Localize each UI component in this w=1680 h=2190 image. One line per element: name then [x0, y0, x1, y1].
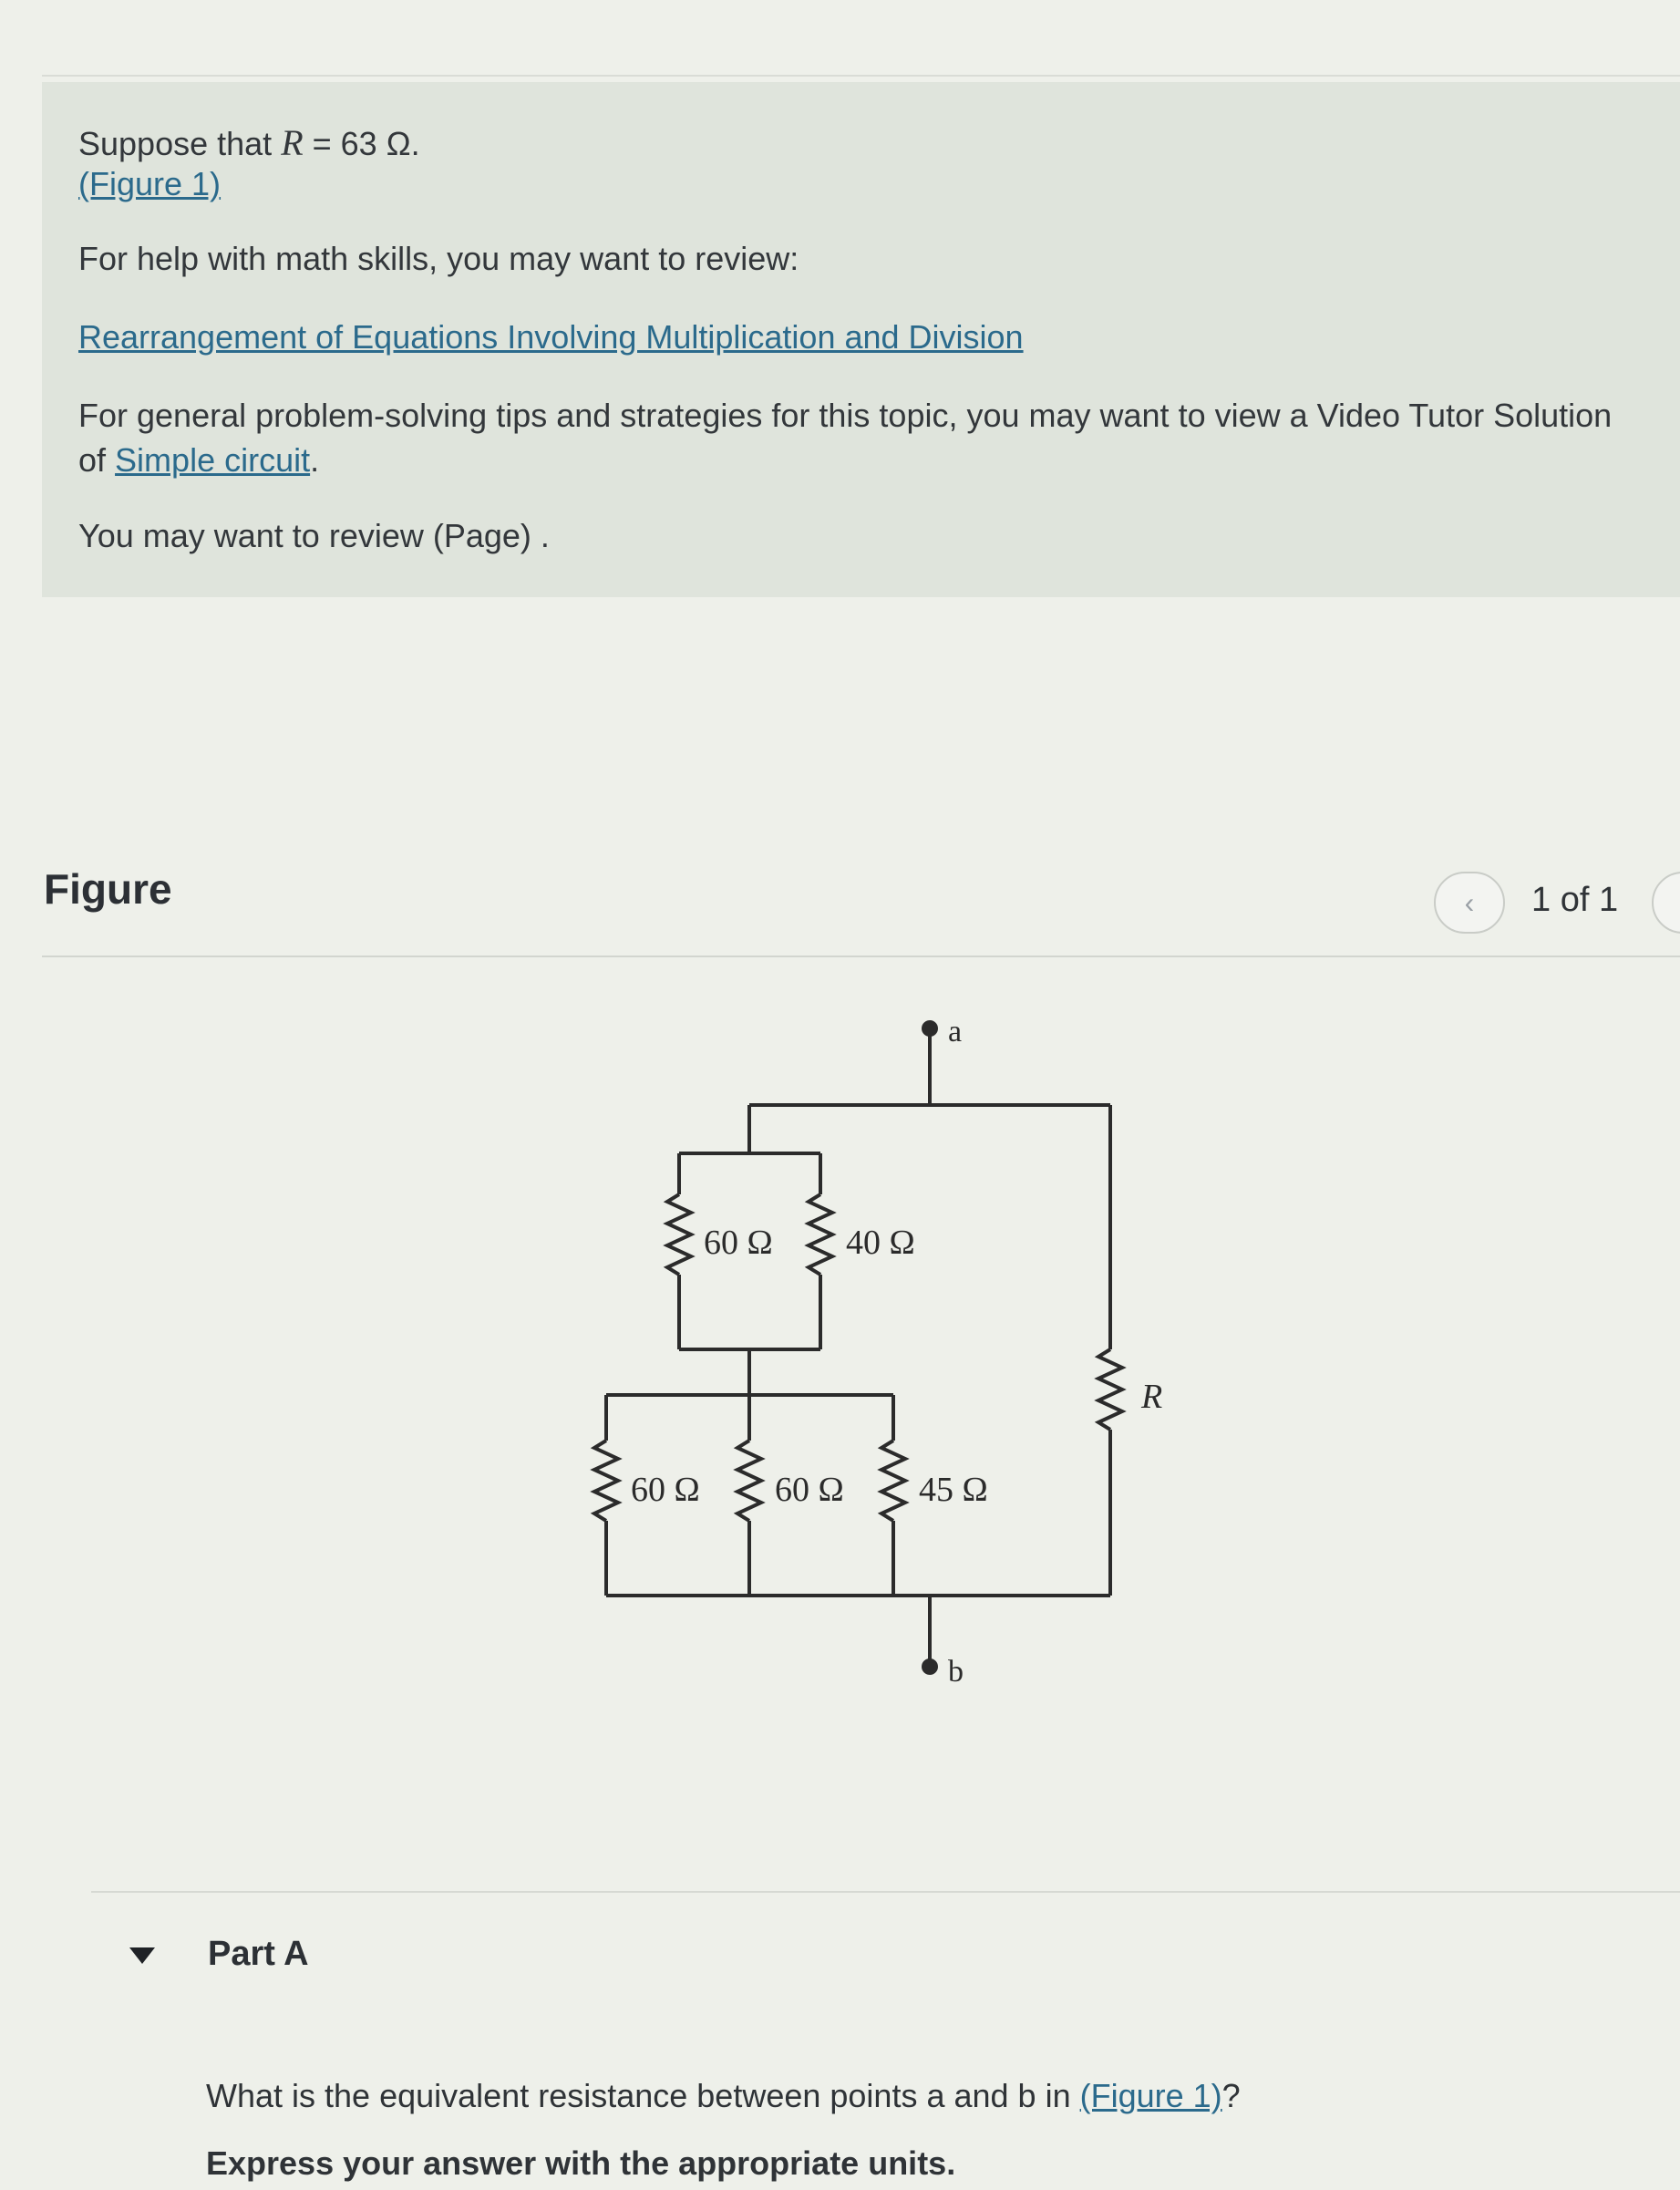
terminal-a-label: a [948, 1015, 962, 1049]
resistor-R [1094, 1348, 1127, 1431]
label-40-top: 40 Ω [846, 1224, 915, 1262]
problem-intro-panel: Suppose that R = 63 Ω. (Figure 1) For he… [42, 82, 1680, 597]
tips-text: For general problem-solving tips and str… [78, 397, 1613, 479]
resistor-40-top [804, 1193, 837, 1276]
question-suffix: ? [1221, 2077, 1241, 2114]
label-R: R [1140, 1378, 1162, 1416]
resistance-variable: R [281, 122, 304, 163]
label-60-bottom-2: 60 Ω [775, 1471, 844, 1509]
figure-pager-count: 1 of 1 [1531, 881, 1619, 919]
circuit-diagram: a b 60 Ω 40 Ω 60 Ω 60 Ω 45 Ω R [590, 1015, 1162, 1689]
figure-heading: Figure [44, 865, 172, 913]
part-a-title[interactable]: Part A [208, 1935, 309, 1973]
label-60-bottom-1: 60 Ω [631, 1471, 700, 1509]
question-figure-link[interactable]: (Figure 1) [1079, 2077, 1222, 2114]
top-divider [42, 75, 1680, 77]
terminal-b-label: b [948, 1655, 964, 1689]
question-text: What is the equivalent resistance betwee… [206, 2077, 1241, 2115]
resistor-60-bottom-2 [733, 1439, 766, 1523]
next-figure-button[interactable] [1652, 872, 1680, 934]
suppose-text: Suppose that [78, 125, 273, 162]
label-45-bottom: 45 Ω [919, 1471, 988, 1509]
math-review-link[interactable]: Rearrangement of Equations Involving Mul… [78, 318, 1024, 356]
part-divider [91, 1891, 1680, 1893]
label-60-top: 60 Ω [704, 1224, 773, 1262]
tips-suffix: . [310, 440, 320, 479]
video-tutor-link[interactable]: Simple circuit [115, 440, 311, 479]
resistor-45-bottom [877, 1439, 910, 1523]
figure-divider [42, 956, 1680, 957]
resistor-60-top [663, 1193, 696, 1276]
help-text: For help with math skills, you may want … [78, 240, 799, 277]
review-text: You may want to review (Page) . [78, 517, 550, 554]
resistor-60-bottom-1 [590, 1439, 623, 1523]
chevron-left-icon: ‹ [1464, 885, 1475, 919]
given-statement: Suppose that R = 63 Ω. [78, 119, 420, 168]
caret-down-icon[interactable] [129, 1947, 155, 1964]
tips-paragraph: For general problem-solving tips and str… [78, 394, 1646, 482]
figure-link[interactable]: (Figure 1) [78, 165, 222, 202]
terminal-b-node [922, 1658, 938, 1675]
previous-figure-button[interactable]: ‹ [1434, 872, 1505, 934]
resistance-value: = 63 Ω. [303, 125, 420, 162]
question-prefix: What is the equivalent resistance betwee… [206, 2077, 1071, 2114]
answer-instruction: Express your answer with the appropriate… [206, 2144, 956, 2182]
